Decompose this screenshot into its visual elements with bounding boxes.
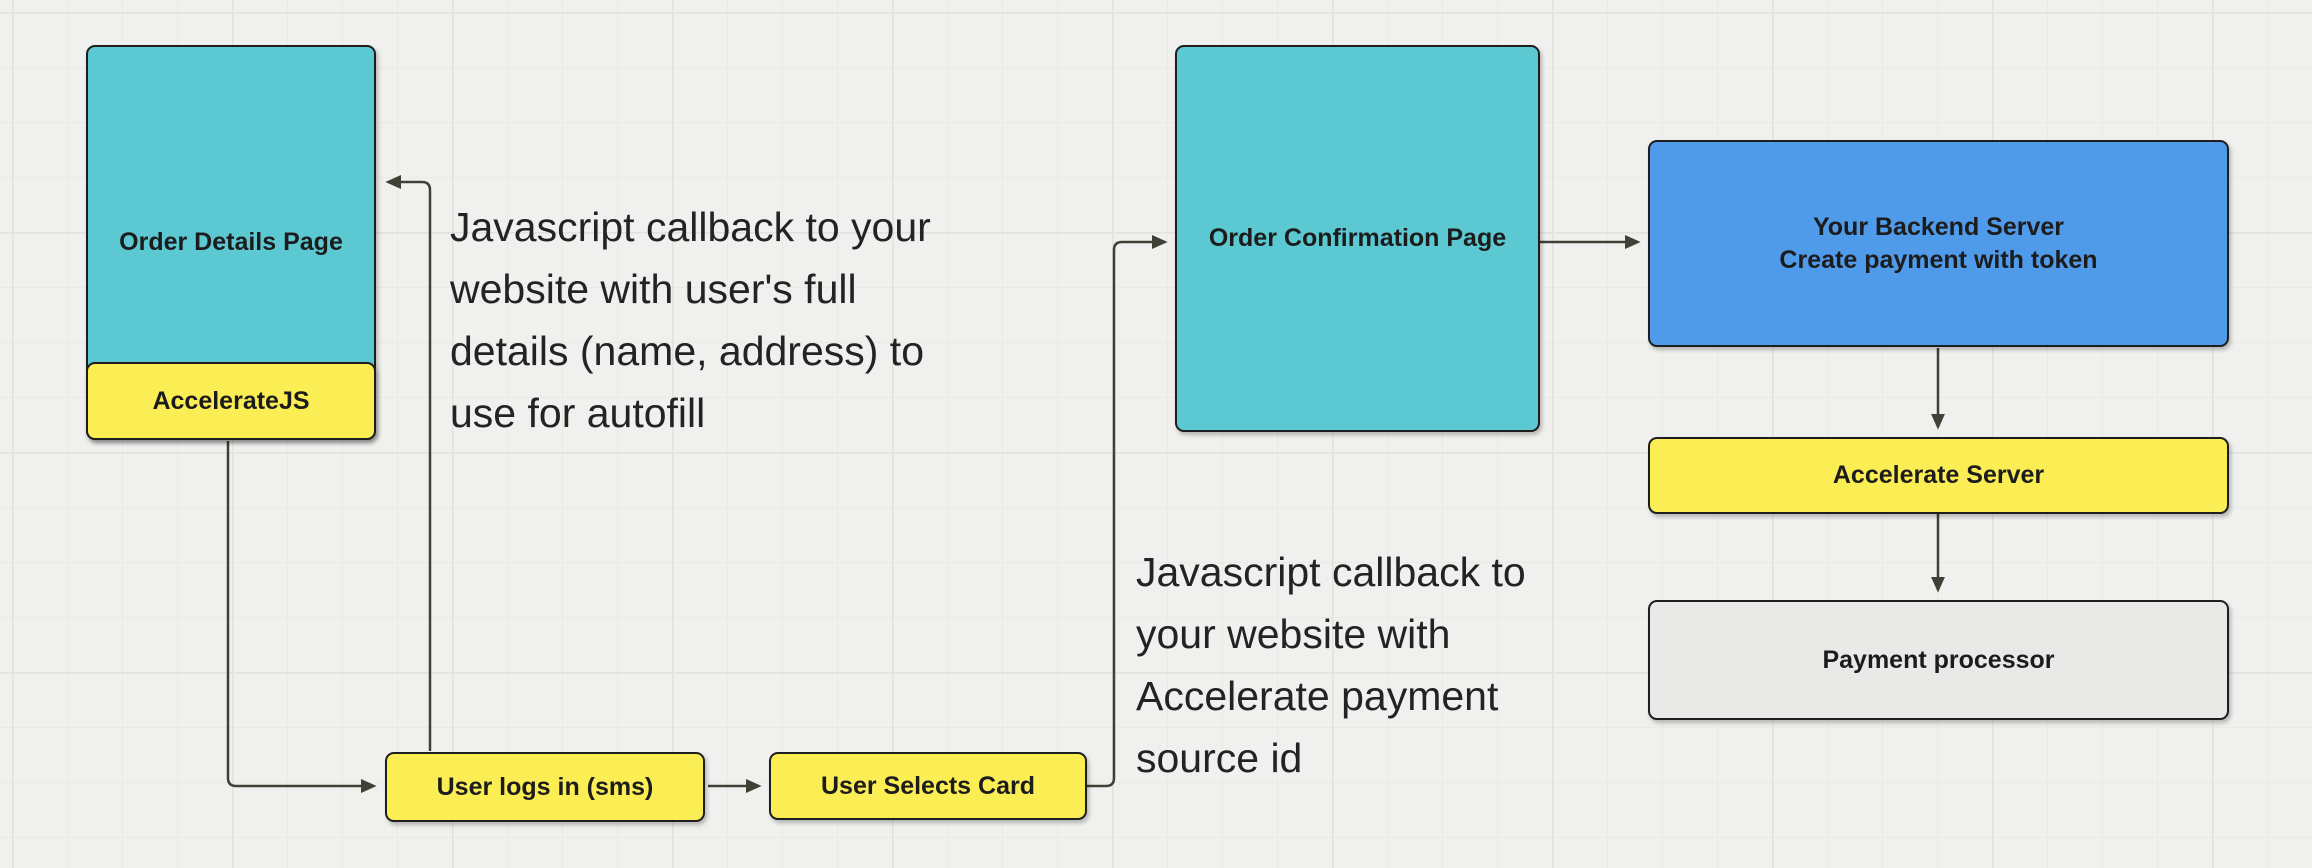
node-payment-processor[interactable]: Payment processor	[1648, 600, 2229, 720]
node-backend-server[interactable]: Your Backend Server Create payment with …	[1648, 140, 2229, 347]
note-line: Javascript callback to your	[450, 204, 931, 250]
node-order-confirmation-page-label: Order Confirmation Page	[1208, 224, 1507, 252]
note-line: website with user's full	[450, 266, 857, 312]
arrow-user-selects-card-to-order-confirmation[interactable]	[1087, 235, 1168, 788]
note-line: your website with	[1136, 611, 1451, 657]
note-line: Accelerate payment	[1136, 673, 1499, 719]
note-autofill-callback[interactable]: Javascript callback to your website with…	[450, 196, 931, 444]
note-line: source id	[1136, 735, 1303, 781]
node-backend-server-subtitle: Create payment with token	[1779, 245, 2098, 274]
node-user-selects-card-label: User Selects Card	[820, 771, 1035, 800]
node-acceleratejs-label: AccelerateJS	[152, 386, 310, 415]
node-order-confirmation-page[interactable]: Order Confirmation Page	[1175, 45, 1540, 432]
note-line: Javascript callback to	[1136, 549, 1526, 595]
arrow-acceleratejs-to-user-logs-in[interactable]	[226, 441, 377, 793]
node-accelerate-server[interactable]: Accelerate Server	[1648, 437, 2229, 514]
node-backend-server-title: Your Backend Server	[1812, 212, 2065, 241]
node-user-selects-card[interactable]: User Selects Card	[769, 752, 1087, 820]
node-user-logs-in[interactable]: User logs in (sms)	[385, 752, 705, 822]
node-accelerate-server-label: Accelerate Server	[1832, 461, 2045, 489]
note-payment-source-callback[interactable]: Javascript callback to your website with…	[1136, 541, 1526, 789]
note-line: use for autofill	[450, 390, 706, 436]
node-user-logs-in-label: User logs in (sms)	[436, 772, 654, 801]
node-order-details-page-label: Order Details Page	[119, 228, 343, 256]
arrow-user-logs-in-to-order-details[interactable]	[385, 175, 432, 751]
node-acceleratejs[interactable]: AccelerateJS	[86, 362, 376, 440]
note-line: details (name, address) to	[450, 328, 925, 374]
node-payment-processor-label: Payment processor	[1822, 645, 2055, 674]
